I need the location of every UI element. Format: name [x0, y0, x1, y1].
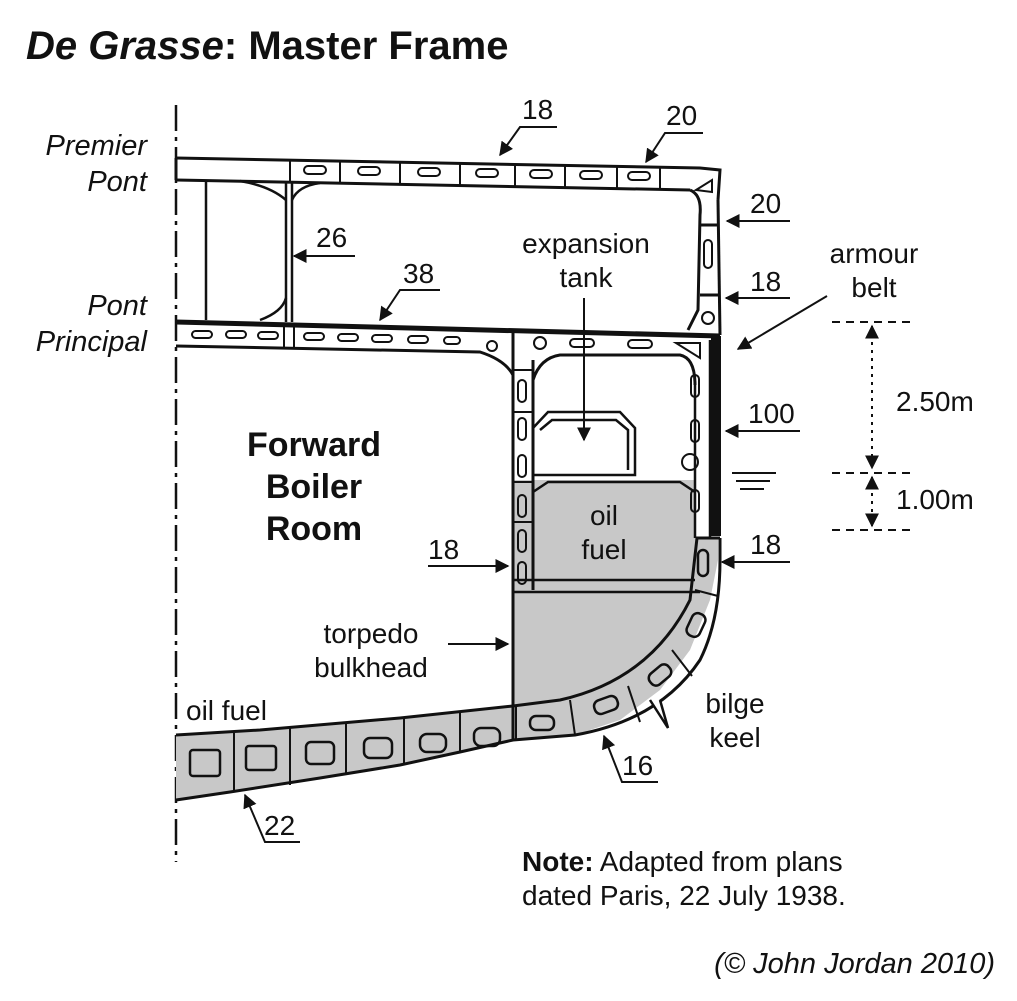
hull-bottom	[175, 536, 722, 802]
side-shell-upper	[686, 188, 722, 336]
thickness-side-lower: 18	[750, 266, 782, 297]
oil-fuel-fill	[176, 480, 718, 800]
deck-label-main-2: Principal	[35, 326, 147, 358]
thickness-bottom: 22	[264, 810, 296, 841]
diagram-title: De Grasse: Master Frame	[26, 26, 508, 66]
wing-fuel-tank	[513, 340, 712, 594]
waterline-symbol	[732, 472, 776, 490]
dimension-lines	[832, 321, 914, 531]
compartment-label-1: Forward	[246, 426, 382, 464]
pillars	[204, 179, 321, 322]
torpedo-bulkhead-label-1: torpedo	[323, 618, 419, 649]
upper-deck	[174, 156, 722, 201]
copyright: (© John Jordan 2010)	[714, 948, 995, 980]
compartment-label-2: Boiler	[265, 468, 363, 506]
thickness-armour-belt: 100	[748, 398, 795, 429]
thickness-bilge-side: 18	[750, 529, 782, 560]
armour-belt-label-1: armour	[829, 238, 919, 269]
wing-fuel-label-2: fuel	[581, 534, 627, 565]
thickness-side-upper: 20	[750, 188, 782, 219]
note-line-2: dated Paris, 22 July 1938.	[522, 880, 846, 911]
thickness-pillar: 26	[316, 222, 348, 253]
main-deck	[175, 319, 721, 376]
thickness-upper-deck: 18	[522, 94, 554, 125]
bottom-fuel-label: oil fuel	[186, 695, 267, 726]
compartment-label-3: Room	[265, 510, 363, 548]
torpedo-bulkhead-label-2: bulkhead	[314, 652, 428, 683]
deck-label-upper-2: Pont	[87, 166, 147, 198]
note-line-1: Note: Adapted from plans	[522, 848, 843, 876]
bilge-keel-label-2: keel	[709, 722, 761, 753]
expansion-tank-outline	[531, 410, 637, 477]
expansion-tank-label-1: expansion	[522, 228, 650, 259]
armour-belt-label-2: belt	[851, 272, 897, 303]
deck-label-main-1: Pont	[87, 290, 147, 322]
thickness-bulkhead: 18	[428, 534, 460, 565]
thickness-main-deck: 38	[403, 258, 435, 289]
deck-label-upper-1: Premier	[45, 130, 147, 162]
title-rest: : Master Frame	[223, 24, 509, 68]
bilge-keel	[648, 699, 670, 729]
note-bold: Note:	[522, 846, 594, 877]
armour-belt	[711, 336, 721, 536]
thickness-bilge: 16	[622, 750, 654, 781]
bilge-keel-label-1: bilge	[705, 688, 765, 719]
thickness-upper-deck-edge: 20	[666, 100, 698, 131]
dimension-upper: 2.50m	[896, 386, 974, 417]
wing-fuel-label-1: oil	[589, 500, 618, 531]
expansion-tank-label-2: tank	[559, 262, 613, 293]
leader-lines	[243, 126, 828, 843]
dimension-lower: 1.00m	[896, 484, 974, 515]
torpedo-bulkhead	[511, 330, 697, 740]
note-text-1: Adapted from plans	[599, 846, 843, 877]
title-ship-name: De Grasse	[26, 24, 224, 68]
